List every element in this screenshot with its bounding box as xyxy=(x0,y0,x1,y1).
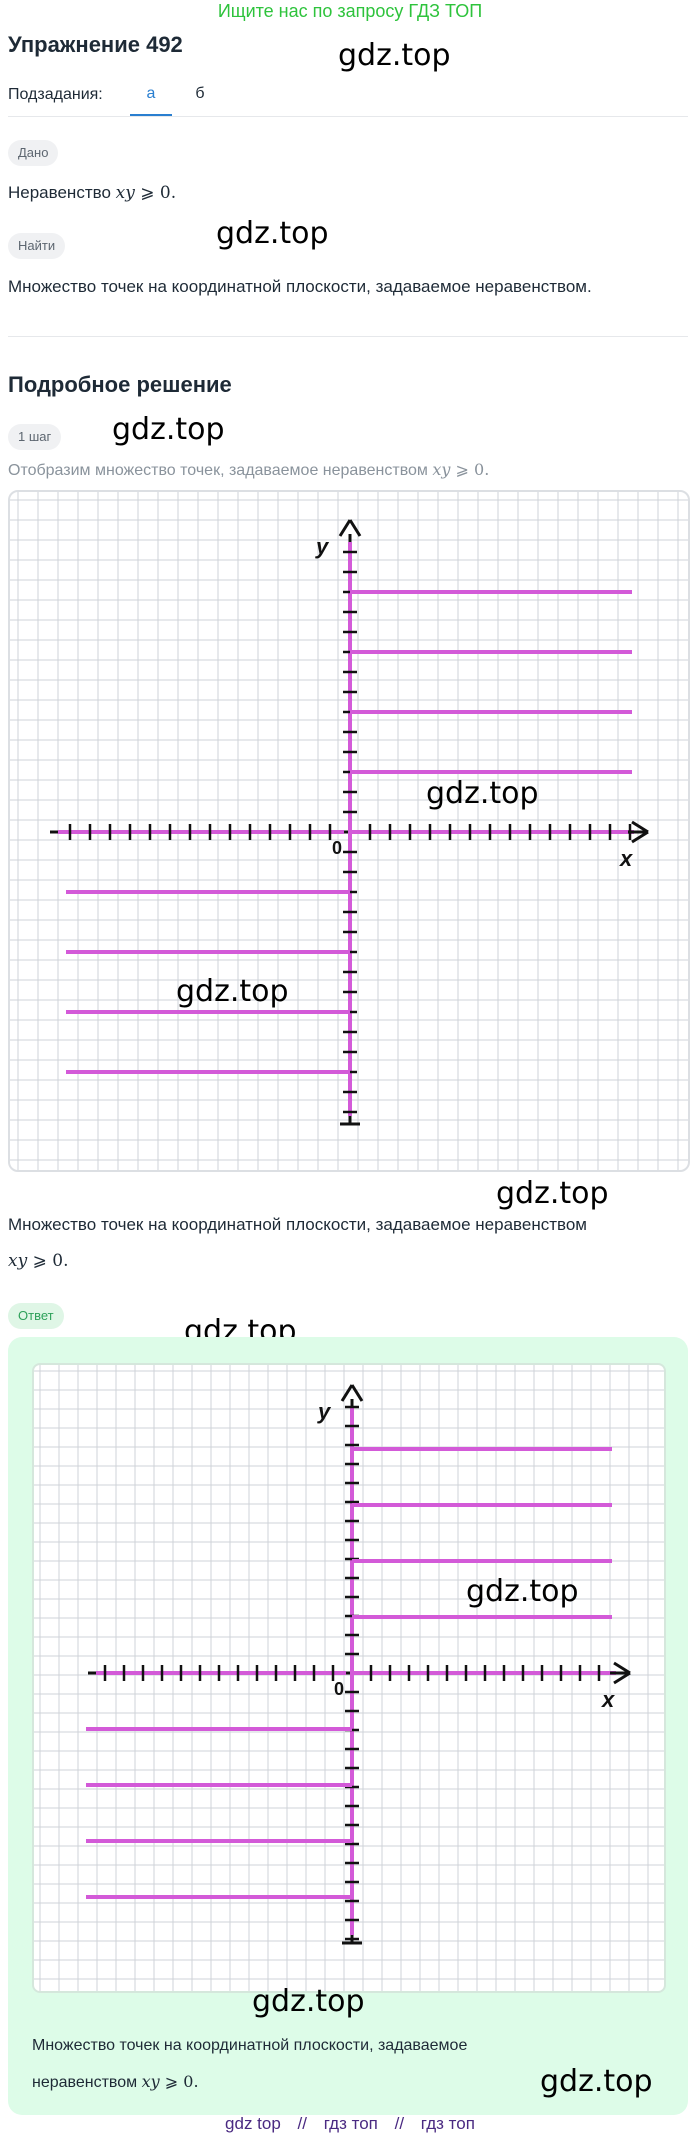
watermark: gdz.top xyxy=(466,1574,579,1609)
math-punct: . xyxy=(170,183,177,203)
watermark: gdz.top xyxy=(540,2064,653,2099)
watermark: gdz.top xyxy=(252,1984,365,2019)
find-badge: Найти xyxy=(8,233,66,259)
divider xyxy=(8,336,688,337)
page-title: Упражнение 492 xyxy=(8,32,183,57)
answer-text-line: неравенством xy ⩾ 0. xyxy=(32,2069,467,2096)
math-num: 0 xyxy=(52,1251,64,1271)
watermark: gdz.top xyxy=(426,776,539,811)
math-num: 0 xyxy=(474,460,485,479)
step-math: xy ⩾ 0. xyxy=(432,460,489,479)
step-badge: 1 шаг xyxy=(8,424,62,450)
math-num: 0 xyxy=(183,2072,194,2091)
x-axis-arrow xyxy=(610,1661,631,1685)
math-num: 0 xyxy=(159,183,171,203)
footer-link[interactable]: гдз топ xyxy=(420,2114,475,2133)
given-badge: Дано xyxy=(8,140,59,166)
math-var: xy xyxy=(141,2072,160,2091)
conclusion-text: Множество точек на координатной плоскост… xyxy=(8,1215,587,1234)
solution-graph-card: x y 0 xyxy=(8,490,690,1172)
x-axis-arrow xyxy=(628,820,649,844)
watermark: gdz.top xyxy=(216,216,329,251)
y-axis-arrow xyxy=(340,1384,364,1402)
given-label-text: Неравенство xyxy=(8,183,111,202)
divider xyxy=(8,116,688,117)
math-punct: . xyxy=(484,460,490,479)
step-text: Отобразим множество точек, задаваемое не… xyxy=(8,460,489,480)
watermark: gdz.top xyxy=(338,38,451,73)
math-punct: . xyxy=(193,2072,199,2091)
subtasks-label: Подзадания: xyxy=(8,86,103,103)
y-axis-label: y xyxy=(315,534,330,559)
given-text: Неравенство xy ⩾ 0. xyxy=(8,180,176,206)
watermark: gdz.top xyxy=(496,1176,609,1211)
search-banner: Ищите нас по запросу ГДЗ ТОП xyxy=(217,1,483,21)
watermark: gdz.top xyxy=(176,974,289,1009)
footer-link[interactable]: gdz top xyxy=(225,2114,281,2133)
watermark: gdz.top xyxy=(112,412,225,447)
y-axis-arrow xyxy=(338,519,362,537)
math-var: xy xyxy=(115,183,135,203)
math-punct: . xyxy=(63,1251,69,1271)
origin-label: 0 xyxy=(332,838,342,858)
math-rel: ⩾ xyxy=(164,2072,179,2091)
coordinate-plane: x y 0 xyxy=(10,492,688,1170)
answer-text-line: Множество точек на координатной плоскост… xyxy=(32,2037,468,2054)
math-rel: ⩾ xyxy=(455,460,469,479)
math-var: xy xyxy=(8,1251,28,1271)
given-math: xy ⩾ 0. xyxy=(116,183,177,203)
tab-subtask-b[interactable]: б xyxy=(195,85,205,102)
step-description: Отобразим множество точек, задаваемое не… xyxy=(8,462,428,479)
math-rel: ⩾ xyxy=(140,183,155,203)
coordinate-plane: x y 0 xyxy=(34,1365,664,1991)
math-rel: ⩾ xyxy=(32,1251,47,1271)
conclusion-math: xy ⩾ 0. xyxy=(8,1248,69,1274)
find-text: Множество точек на координатной плоскост… xyxy=(8,277,592,296)
footer-links: gdz top // гдз топ // гдз топ xyxy=(0,2114,700,2134)
answer-math: xy ⩾ 0. xyxy=(142,2072,199,2091)
tab-subtask-a[interactable]: а xyxy=(130,80,172,116)
footer-separator: // xyxy=(297,2114,307,2133)
answer-text-word: неравенством xyxy=(32,2074,138,2091)
answer-graph-card: x y 0 xyxy=(32,1363,666,1993)
answer-badge: Ответ xyxy=(8,1303,64,1329)
math-var: xy xyxy=(432,460,451,479)
y-axis-label: y xyxy=(317,1399,332,1424)
origin-label: 0 xyxy=(334,1679,344,1699)
answer-text: Множество точек на координатной плоскост… xyxy=(32,2033,467,2096)
footer-link[interactable]: гдз топ xyxy=(323,2114,378,2133)
x-axis-label: x xyxy=(619,846,633,871)
footer-separator: // xyxy=(394,2114,405,2133)
solution-heading: Подробное решение xyxy=(8,372,232,397)
x-axis-label: x xyxy=(601,1687,615,1712)
